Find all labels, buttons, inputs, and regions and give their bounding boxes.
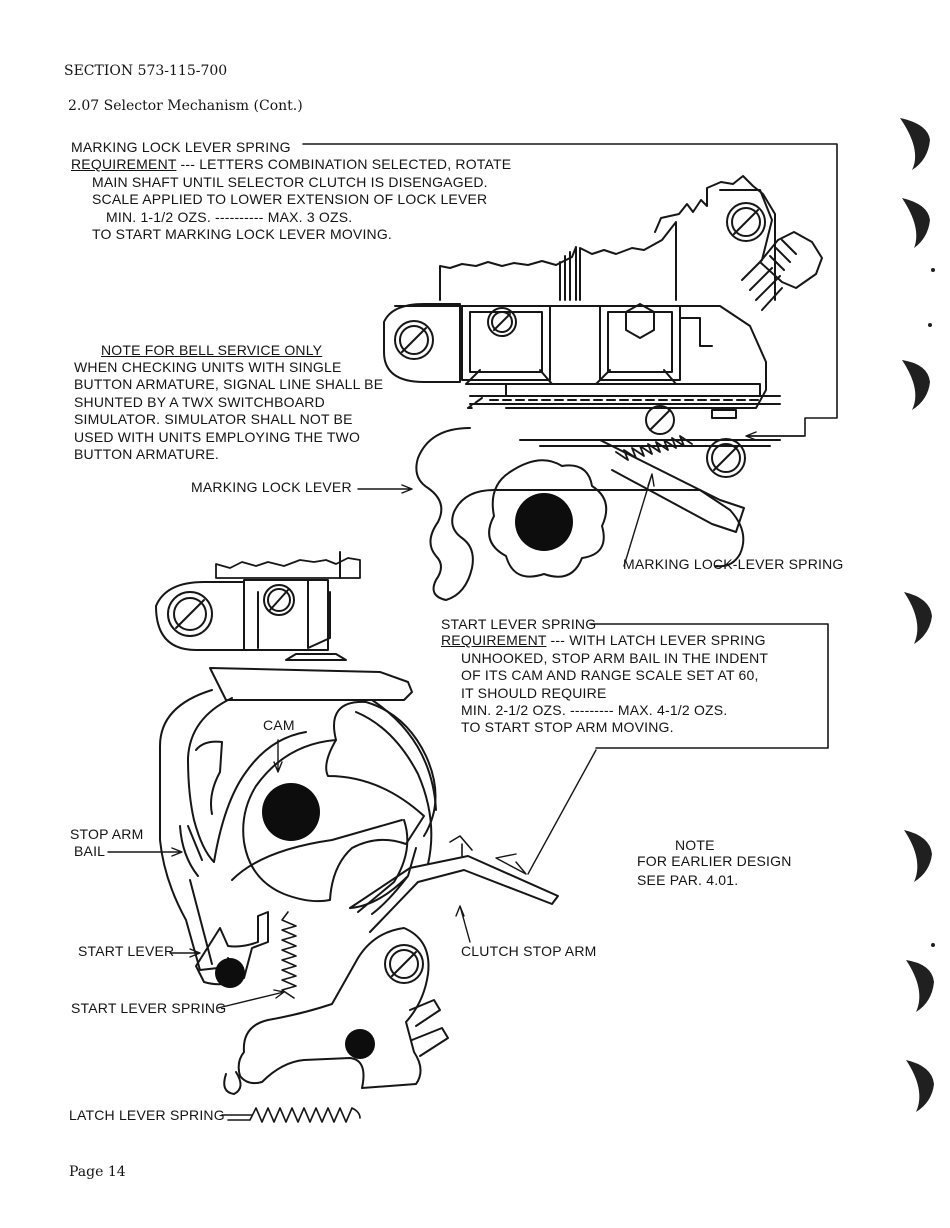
start-lever-pivot bbox=[215, 958, 245, 988]
note-text: SEE PAR. 4.01. bbox=[637, 872, 739, 888]
note-text: SIMULATOR. SIMULATOR SHALL NOT BE bbox=[74, 411, 353, 427]
note-text: WHEN CHECKING UNITS WITH SINGLE bbox=[74, 359, 342, 375]
arrow-start-lever-spring bbox=[217, 989, 285, 1009]
requirement-label: REQUIREMENT bbox=[441, 632, 547, 648]
label-marking-lock-lever: MARKING LOCK LEVER bbox=[191, 479, 352, 495]
arrow-start-lever bbox=[169, 948, 201, 958]
label-stop-arm: STOP ARM bbox=[70, 826, 144, 842]
note-text: FOR EARLIER DESIGN bbox=[637, 853, 792, 869]
binder-hole bbox=[904, 592, 932, 644]
requirement-text: MIN. 2-1/2 OZS. --------- MAX. 4-1/2 OZS… bbox=[461, 702, 728, 718]
lower-mechanism bbox=[155, 551, 559, 1123]
requirement-text: TO START MARKING LOCK LEVER MOVING. bbox=[92, 226, 393, 242]
note-title: NOTE bbox=[675, 837, 715, 853]
requirement-title: START LEVER SPRING bbox=[441, 616, 597, 632]
requirement-frame-bottom bbox=[589, 623, 829, 749]
requirement-text: MIN. 1-1/2 OZS. ---------- MAX. 3 OZS. bbox=[106, 209, 353, 225]
requirement-label: REQUIREMENT bbox=[71, 156, 177, 172]
binder-holes bbox=[900, 118, 935, 1112]
binder-hole bbox=[900, 118, 930, 170]
requirement-text: IT SHOULD REQUIRE bbox=[461, 685, 607, 701]
arrow-stop-arm-bail bbox=[107, 847, 183, 857]
label-start-lever-spring: START LEVER SPRING bbox=[71, 1000, 227, 1016]
note-title: NOTE FOR BELL SERVICE ONLY bbox=[101, 342, 323, 358]
arrow-cam bbox=[273, 739, 283, 773]
arrow-marking-lock-lever-spring bbox=[623, 473, 655, 567]
requirement-dashes: --- bbox=[550, 632, 566, 648]
arrow-start-lever-spring-requirement bbox=[495, 749, 597, 875]
requirement-dashes: --- bbox=[180, 156, 196, 172]
requirement-text: WITH LATCH LEVER SPRING bbox=[569, 632, 766, 648]
main-shaft-upper bbox=[515, 493, 573, 551]
arrow-marking-lock-lever bbox=[357, 484, 413, 494]
binder-hole bbox=[906, 1060, 934, 1112]
cam-shaft bbox=[262, 783, 320, 841]
note-text: BUTTON ARMATURE, SIGNAL LINE SHALL BE bbox=[74, 376, 384, 392]
label-start-lever: START LEVER bbox=[78, 943, 175, 959]
requirement-title: MARKING LOCK LEVER SPRING bbox=[71, 139, 291, 155]
arrow-lock-lever-edge bbox=[745, 431, 805, 441]
subsection-title: 2.07 Selector Mechanism (Cont.) bbox=[68, 98, 303, 114]
upper-mechanism bbox=[383, 175, 823, 601]
label-cam: CAM bbox=[263, 717, 295, 733]
label-bail: BAIL bbox=[74, 843, 106, 859]
requirement-text: UNHOOKED, STOP ARM BAIL IN THE INDENT bbox=[461, 650, 769, 666]
label-latch-lever-spring: LATCH LEVER SPRING bbox=[69, 1107, 225, 1123]
note-text: USED WITH UNITS EMPLOYING THE TWO bbox=[74, 429, 361, 445]
binder-hole bbox=[902, 360, 930, 410]
requirement-text: TO START STOP ARM MOVING. bbox=[461, 719, 674, 735]
requirement-text: SCALE APPLIED TO LOWER EXTENSION OF LOCK… bbox=[92, 191, 488, 207]
binder-hole bbox=[902, 198, 930, 248]
requirement-text: LETTERS COMBINATION SELECTED, ROTATE bbox=[199, 156, 512, 172]
section-header: SECTION 573-115-700 bbox=[64, 63, 228, 79]
requirement-text: MAIN SHAFT UNTIL SELECTOR CLUTCH IS DISE… bbox=[92, 174, 488, 190]
arrow-clutch-stop-arm bbox=[455, 905, 471, 943]
binder-hole bbox=[906, 960, 934, 1012]
label-clutch-stop-arm: CLUTCH STOP ARM bbox=[461, 943, 597, 959]
label-marking-lock-lever-spring: MARKING LOCK-LEVER SPRING bbox=[623, 556, 844, 572]
note-text: BUTTON ARMATURE. bbox=[74, 446, 220, 462]
page-number: Page 14 bbox=[69, 1164, 126, 1180]
latch-lever-pivot bbox=[345, 1029, 375, 1059]
note-text: SHUNTED BY A TWX SWITCHBOARD bbox=[74, 394, 325, 410]
requirement-line: REQUIREMENT --- WITH LATCH LEVER SPRING bbox=[441, 632, 766, 650]
requirement-text: OF ITS CAM AND RANGE SCALE SET AT 60, bbox=[461, 667, 759, 683]
binder-hole bbox=[904, 830, 932, 882]
requirement-line: REQUIREMENT --- LETTERS COMBINATION SELE… bbox=[71, 156, 511, 174]
